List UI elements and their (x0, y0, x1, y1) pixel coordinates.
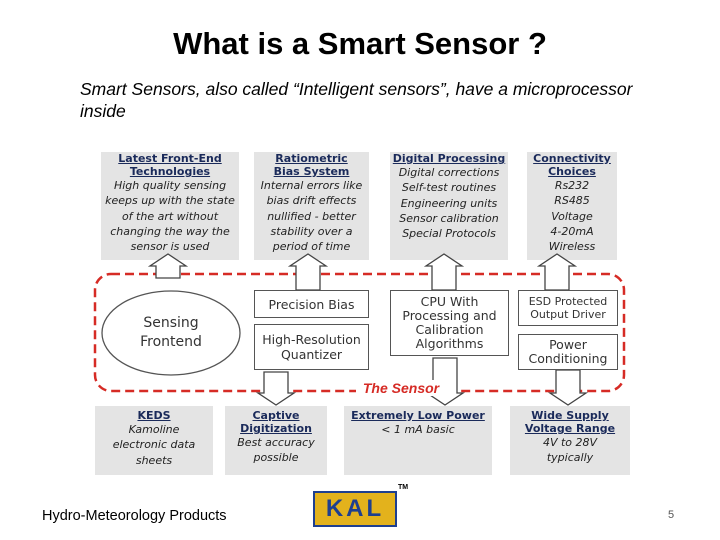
panel-heading: KEDS (137, 409, 171, 422)
panel-heading: Wide Supply Voltage Range (524, 409, 616, 435)
panel-line: changing the way the (110, 224, 230, 238)
page-number: 5 (668, 509, 675, 521)
panel-line: of the art without (121, 209, 219, 223)
slide-subtitle: Smart Sensors, also called “Intelligent … (80, 79, 633, 121)
panel-line: Self-test routines (401, 181, 497, 195)
panel-line: period of time (272, 240, 351, 254)
panel-line: typically (546, 451, 594, 465)
down-arrow-icon (547, 369, 589, 406)
panel-line: Digital corrections (398, 166, 500, 179)
panel-line: Best accuracy (237, 436, 315, 449)
panel-low-power: Extremely Low Power < 1 mA basic (344, 406, 492, 475)
up-arrow-icon (287, 253, 329, 291)
sensing-frontend-label: Sensing Frontend (140, 315, 202, 350)
panel-connectivity: Connectivity Choices Rs232 RS485 Voltage… (527, 152, 617, 260)
panel-line: High quality sensing (113, 179, 227, 192)
panel-digital-processing: Digital Processing Digital corrections S… (390, 152, 508, 260)
high-res-quantizer-box: High-Resolution Quantizer (254, 324, 369, 370)
panel-heading: Digital Processing (392, 152, 506, 165)
panel-front-end: Latest Front-End Technologies High quali… (101, 152, 239, 260)
sensor-dashed-border (93, 272, 626, 393)
panel-line: < 1 mA basic (381, 423, 455, 436)
panel-line: 4-20mA (550, 224, 594, 238)
panel-line: Kamoline (128, 423, 180, 436)
panel-line: possible (253, 451, 299, 465)
panel-wide-supply: Wide Supply Voltage Range 4V to 28V typi… (510, 406, 630, 475)
slide-title: What is a Smart Sensor ? (173, 26, 547, 61)
cpu-box: CPU With Processing and Calibration Algo… (390, 290, 509, 356)
footer-company-text: Hydro-Meteorology Products (42, 508, 227, 524)
panel-heading: Captive Digitization (240, 409, 312, 435)
up-arrow-icon (423, 253, 465, 291)
up-arrow-icon (536, 253, 578, 291)
down-arrow-icon (255, 371, 297, 406)
panel-captive-digitization: Captive Digitization Best accuracy possi… (225, 406, 327, 475)
panel-line: Internal errors like (260, 179, 363, 192)
kal-logo: KAL (313, 491, 397, 527)
panel-line: bias drift effects (266, 194, 357, 208)
panel-line: nullified - better (267, 209, 356, 223)
kal-logo-text: KAL (325, 495, 385, 522)
panel-line: Voltage (551, 209, 593, 223)
precision-bias-box: Precision Bias (254, 290, 369, 318)
panel-line: stability over a (270, 224, 353, 238)
panel-line: sheets (135, 453, 173, 467)
panel-line: Engineering units (400, 196, 498, 210)
panel-line: sensor is used (130, 240, 210, 254)
power-conditioning-box: Power Conditioning (518, 334, 618, 370)
panel-heading: Latest Front-End Technologies (118, 152, 222, 178)
up-arrow-icon (147, 253, 189, 279)
panel-line: Rs232 (554, 179, 590, 192)
esd-driver-box: ESD Protected Output Driver (518, 290, 618, 326)
panel-line: Wireless (548, 240, 596, 254)
panel-line: RS485 (554, 194, 590, 208)
panel-line: Special Protocols (402, 227, 496, 241)
panel-heading: Extremely Low Power (351, 409, 485, 422)
trademark-mark: TM (398, 484, 409, 491)
panel-line: keeps up with the state (105, 194, 235, 208)
panel-keds: KEDS Kamoline electronic data sheets (95, 406, 213, 475)
panel-line: Sensor calibration (399, 211, 499, 225)
sensing-frontend-ellipse (101, 290, 241, 376)
panel-heading: Connectivity Choices (533, 152, 611, 178)
panel-line: electronic data (112, 438, 196, 452)
panel-line: 4V to 28V (542, 436, 598, 449)
panel-ratiometric: Ratiometric Bias System Internal errors … (254, 152, 369, 260)
sensor-label: The Sensor (356, 380, 446, 396)
panel-heading: Ratiometric Bias System (273, 152, 350, 178)
